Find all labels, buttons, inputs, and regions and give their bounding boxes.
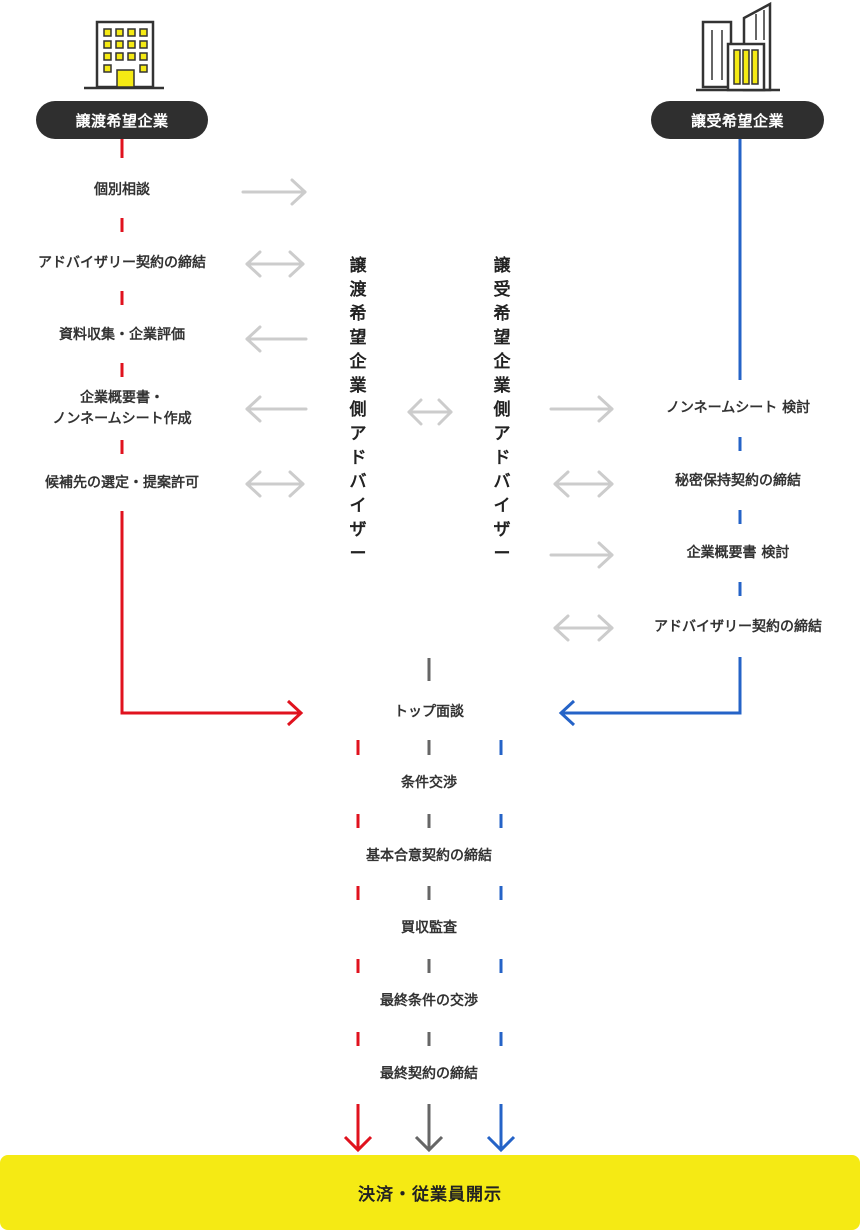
seller-step-valuation: 資料収集・企業評価: [59, 327, 185, 343]
joint-step-final-negotiation: 最終条件の交渉: [380, 993, 478, 1009]
joint-step-due-diligence: 買収監査: [401, 920, 457, 936]
buyer-step-profile-review: 企業概要書 検討: [686, 545, 790, 561]
closing-banner: 決済・従業員開示: [0, 1155, 860, 1230]
seller-step-profile-line1: 企業概要書・: [80, 390, 164, 406]
joint-step-negotiation: 条件交渉: [401, 775, 457, 791]
office-building-icon: [84, 20, 164, 90]
seller-step-candidate-selection: 候補先の選定・提案許可: [45, 475, 199, 491]
seller-company-label: 譲渡希望企業: [36, 101, 208, 139]
seller-step-profile-line2: ノンネームシート作成: [52, 411, 192, 427]
seller-flow-line: [120, 137, 304, 727]
buyer-company-label: 譲受希望企業: [651, 101, 824, 139]
skyscraper-icon: [696, 1, 780, 92]
buyer-side-advisor-label: 譲受希望企業側アドバイザー: [493, 256, 511, 564]
seller-step-consultation: 個別相談: [94, 182, 150, 198]
joint-step-final-contract: 最終契約の締結: [380, 1066, 478, 1082]
joint-flow-lines: [343, 740, 516, 1153]
seller-side-advisor-label: 譲渡希望企業側アドバイザー: [349, 256, 367, 564]
seller-advisor-arrows: [241, 178, 453, 498]
buyer-step-nonname-review: ノンネームシート 検討: [665, 400, 811, 416]
buyer-step-nda: 秘密保持契約の締結: [675, 473, 801, 489]
buyer-step-advisory-contract: アドバイザリー契約の締結: [654, 619, 822, 635]
buyer-flow-line: [558, 137, 742, 727]
joint-step-basic-agreement: 基本合意契約の締結: [366, 848, 492, 864]
buyer-advisor-arrows: [549, 395, 614, 642]
seller-step-advisory-contract: アドバイザリー契約の締結: [38, 255, 206, 271]
joint-step-top-meeting: トップ面談: [394, 704, 464, 720]
